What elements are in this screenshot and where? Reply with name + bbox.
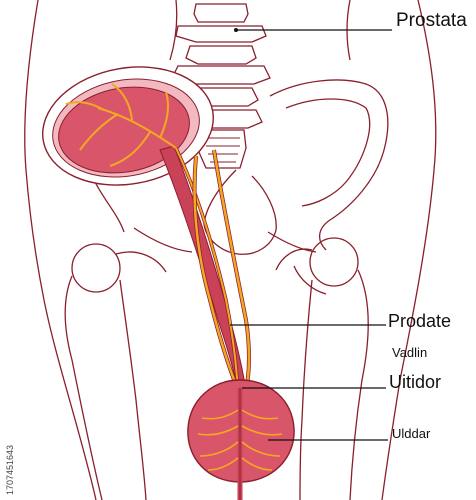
leader-lines [230,29,392,441]
label-uitidor: Uitidor [389,372,442,392]
organ-branches [65,83,177,167]
bladder-branches [197,409,283,471]
right-femur [275,237,369,500]
body-outline [24,0,437,500]
label-prodate: Prodate [388,311,452,331]
watermark-id: 1707451643 [5,444,15,495]
label-prostata: Prostata [396,10,467,31]
leader-dot [234,28,238,32]
label-ulddar: Ulddar [392,426,431,441]
left-femur [64,243,167,500]
bladder-organ [187,379,295,500]
vessels [159,145,251,393]
label-vadlin: Vadlin [392,345,428,360]
spine [171,3,271,169]
